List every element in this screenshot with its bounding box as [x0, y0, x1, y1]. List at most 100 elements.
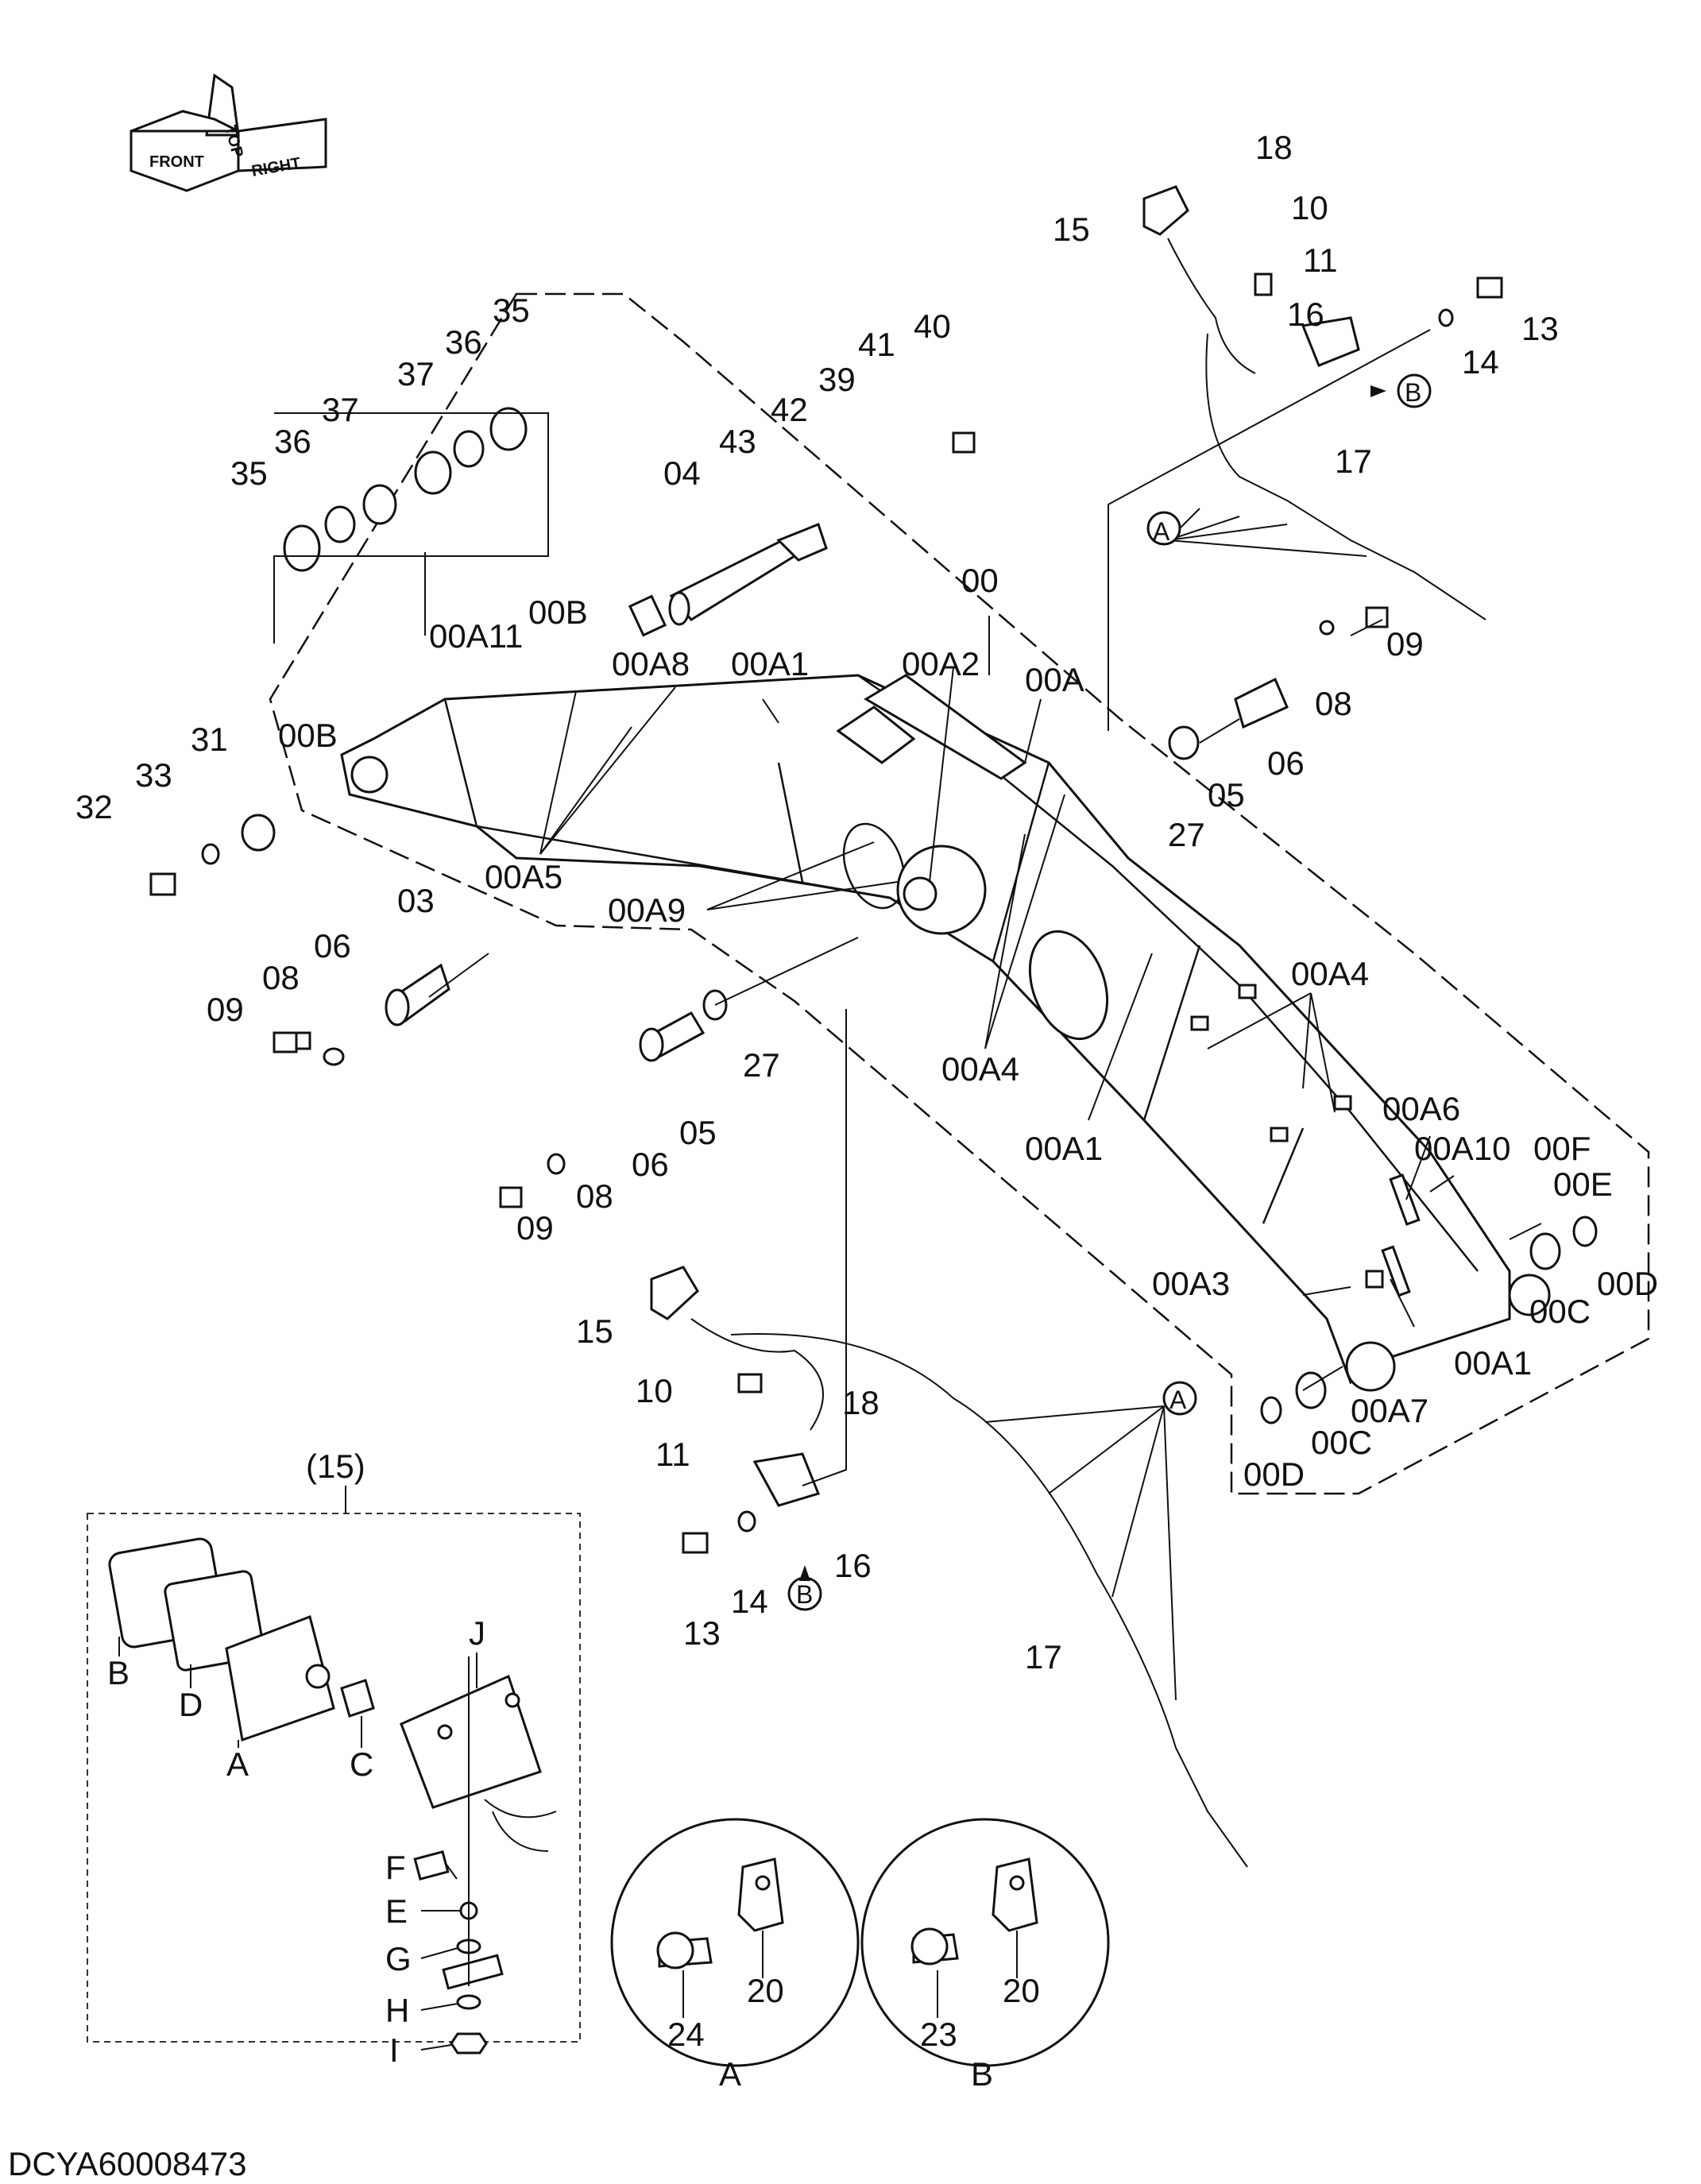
- label-00C-left: 00C: [1311, 1424, 1372, 1461]
- lamp-detail: [87, 1486, 581, 2055]
- label-33: 33: [135, 756, 172, 794]
- label-16-lower: 16: [834, 1547, 872, 1584]
- svg-text:A: A: [1153, 517, 1170, 546]
- leader-lines: [539, 508, 1455, 1701]
- label-00A4-right: 00A4: [1291, 955, 1369, 992]
- label-00A9: 00A9: [608, 891, 686, 929]
- label-16: 16: [1287, 296, 1324, 333]
- label-00A1-mid: 00A1: [1025, 1130, 1103, 1167]
- label-05-right: 05: [1208, 776, 1245, 814]
- label-00B-left: 00B: [278, 717, 338, 754]
- spacers-35-37: [283, 407, 528, 572]
- lamp-label-I: I: [389, 2031, 399, 2069]
- harness-lower: [650, 1266, 1248, 1868]
- connector-lines: [273, 329, 1542, 1486]
- label-17-lower: 17: [1025, 1638, 1062, 1676]
- label-00A1-top: 00A1: [731, 645, 809, 682]
- label-04: 04: [663, 454, 701, 492]
- label-27-left: 27: [743, 1046, 780, 1084]
- label-00A2: 00A2: [902, 645, 980, 682]
- label-03: 03: [397, 882, 435, 919]
- detail-b-label-23: 23: [920, 2016, 957, 2053]
- label-13: 13: [1521, 310, 1559, 347]
- lamp-label-B: B: [107, 1654, 130, 1691]
- pin-03-group: [284, 963, 450, 1066]
- lamp-label-J: J: [469, 1614, 485, 1652]
- label-11: 11: [1303, 242, 1338, 279]
- label-10: 10: [1291, 189, 1328, 226]
- label-00F: 00F: [1533, 1130, 1591, 1167]
- label-00D-right: 00D: [1597, 1265, 1658, 1302]
- lamp-label-E: E: [385, 1892, 408, 1930]
- label-37-left: 37: [322, 391, 359, 428]
- lamp-label-G: G: [385, 1940, 412, 1977]
- pin-04-group: [628, 523, 828, 637]
- pin-05-group-lower: [639, 989, 728, 1062]
- label-00A3: 00A3: [1152, 1265, 1230, 1302]
- label-42: 42: [771, 391, 808, 428]
- label-35-right: 35: [493, 292, 530, 329]
- part-labels: 18 10 15 11 16 13 14 17 09 08 06 05 27 3…: [75, 129, 1658, 1676]
- bushings-00C-00D: [1260, 1216, 1598, 1424]
- label-09-left: 09: [207, 991, 244, 1028]
- label-18-lower: 18: [842, 1384, 879, 1421]
- boom-structure: [340, 674, 1551, 1392]
- label-00A: 00A: [1025, 661, 1084, 698]
- lamp-label-H: H: [385, 1992, 409, 2029]
- label-08-left: 08: [262, 959, 300, 996]
- label-00B-top: 00B: [528, 593, 588, 631]
- lamp-label-F: F: [385, 1849, 406, 1886]
- label-00A4-left: 00A4: [941, 1050, 1019, 1088]
- detail-a-label-20: 20: [747, 1972, 784, 2009]
- label-18: 18: [1255, 129, 1293, 166]
- callout-b-upper: B: [1370, 373, 1432, 408]
- label-08-right: 08: [1315, 685, 1352, 722]
- label-08-mid: 08: [576, 1177, 613, 1215]
- callout-a-lower: A: [1162, 1381, 1197, 1416]
- orientation-front-label: FRONT: [149, 153, 204, 171]
- label-00A1-low: 00A1: [1454, 1344, 1532, 1382]
- label-14-lower: 14: [731, 1583, 768, 1620]
- label-00D-left: 00D: [1243, 1455, 1305, 1493]
- label-00A8: 00A8: [612, 645, 690, 682]
- label-15: 15: [1053, 211, 1090, 248]
- label-41: 41: [858, 326, 895, 363]
- svg-text:A: A: [1169, 1386, 1187, 1414]
- label-40: 40: [914, 307, 951, 345]
- detail-b-label-20: 20: [1003, 1972, 1040, 2009]
- label-32: 32: [75, 788, 113, 825]
- lamp-detail-frame: [87, 1513, 581, 2043]
- callout-b-lower: B: [787, 1565, 822, 1611]
- label-10-lower: 10: [636, 1372, 673, 1409]
- detail-circle-labels: 20 24 20 A 23 20 B: [667, 1972, 1040, 2093]
- svg-text:B: B: [1405, 378, 1421, 407]
- bolts-and-washers: [149, 431, 1389, 1208]
- lamp-label-C: C: [350, 1745, 373, 1783]
- label-36-left: 36: [274, 423, 311, 460]
- label-06-left: 06: [314, 927, 351, 964]
- label-00C-right: 00C: [1529, 1293, 1591, 1330]
- label-09-mid: 09: [516, 1209, 554, 1247]
- lamp-detail-title: (15): [306, 1448, 365, 1485]
- detail-a-label-24-text: 24: [667, 2016, 705, 2053]
- label-00A6: 00A6: [1382, 1090, 1460, 1127]
- label-31: 31: [191, 721, 228, 758]
- label-39: 39: [818, 361, 856, 398]
- label-09-right: 09: [1386, 625, 1424, 663]
- callout-a-upper: A: [1146, 511, 1181, 546]
- label-06-mid: 06: [632, 1146, 669, 1183]
- label-36-right: 36: [445, 323, 482, 361]
- detail-view-a: [610, 1818, 860, 2067]
- label-00A5: 00A5: [485, 858, 562, 895]
- detail-a-letter: A: [719, 2055, 741, 2093]
- label-27-right: 27: [1168, 816, 1205, 853]
- label-00E: 00E: [1553, 1165, 1613, 1203]
- label-05-left: 05: [679, 1114, 717, 1151]
- orientation-symbol: FRONT TOP RIGHT: [130, 73, 327, 192]
- label-15-lower: 15: [576, 1312, 613, 1350]
- label-37-right: 37: [397, 355, 435, 392]
- label-43: 43: [719, 423, 756, 460]
- detail-b-letter: B: [971, 2055, 993, 2093]
- lamp-label-A: A: [226, 1745, 249, 1783]
